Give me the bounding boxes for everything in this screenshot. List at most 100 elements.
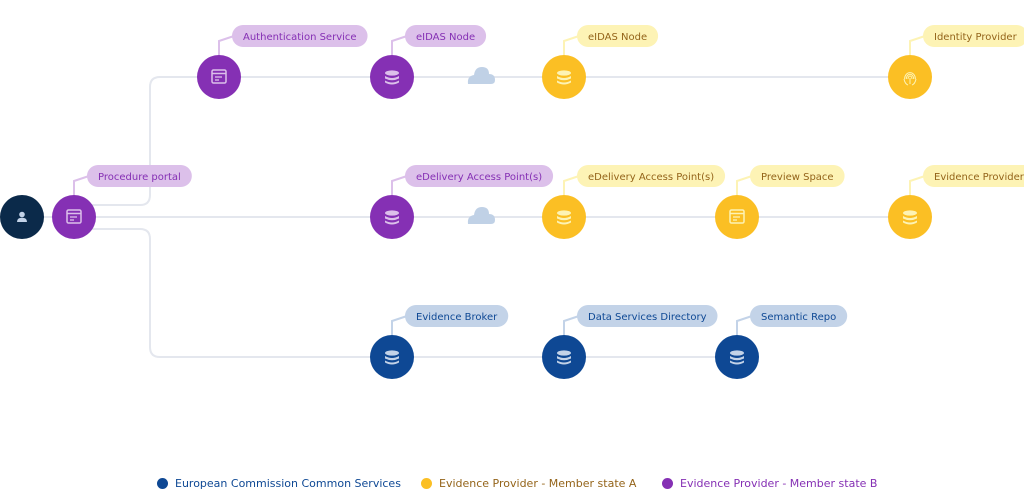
user-icon [17,211,27,222]
legend-dot-icon [662,478,673,489]
nodes [0,55,932,379]
node-label-text: Preview Space [761,172,834,183]
label-pill [87,165,192,187]
legend: European Commission Common Services Evid… [0,477,1024,491]
clouds [467,67,495,224]
node-user[interactable] [0,195,44,239]
node-circle [370,195,414,239]
node-circle [370,335,414,379]
cloud-icon [467,207,495,224]
label-pill [577,25,659,47]
node-label-text: eDelivery Access Point(s) [588,172,714,183]
node-label-text: Semantic Repo [761,312,836,323]
node-edelivery-b[interactable] [370,195,414,239]
database-icon [557,210,571,225]
node-label-text: Authentication Service [243,32,357,43]
node-label-preview-space: Preview Space [750,165,845,187]
node-label-text: Procedure portal [98,172,181,183]
label-leader-line [391,175,408,195]
node-procedure-portal[interactable] [52,195,96,239]
label-leader-line [391,35,408,55]
label-pill [923,25,1024,47]
node-label-text: Evidence Broker [416,312,498,323]
label-pill [750,165,845,187]
node-label-authentication-service: Authentication Service [232,25,368,47]
label-leader-line [563,175,580,195]
node-label-eidas-node-b: eIDAS Node [405,25,487,47]
label-pill [750,305,848,327]
label-pill [577,305,718,327]
label-pill [405,25,487,47]
node-label-text: eIDAS Node [588,32,647,43]
node-label-semantic-repo: Semantic Repo [750,305,848,327]
node-evidence-provider[interactable] [888,195,932,239]
database-icon [385,350,399,365]
label-leaders [73,35,926,335]
node-circle [370,55,414,99]
database-icon [903,210,917,225]
node-label-text: Data Services Directory [588,312,707,323]
database-icon [385,210,399,225]
legend-dot-icon [157,478,168,489]
label-pill [923,165,1024,187]
label-leader-line [73,175,90,195]
label-leader-line [563,315,580,335]
database-icon [385,70,399,85]
database-icon [557,70,571,85]
architecture-diagram: Procedure portal Authentication Service eI… [0,25,1024,379]
node-data-services-directory[interactable] [542,335,586,379]
node-label-text: Evidence Provider [934,172,1024,183]
node-labels: Procedure portal Authentication Service eI… [87,25,1024,327]
cloud-icon [467,67,495,84]
node-circle [715,335,759,379]
node-eidas-node-b[interactable] [370,55,414,99]
node-semantic-repo[interactable] [715,335,759,379]
node-label-evidence-broker: Evidence Broker [405,305,509,327]
node-circle [542,55,586,99]
node-label-evidence-provider: Evidence Provider [923,165,1024,187]
label-leader-line [391,315,408,335]
label-pill [405,305,509,327]
label-pill [405,165,554,187]
window-icon [66,209,82,224]
node-label-edelivery-b: eDelivery Access Point(s) [405,165,554,187]
legend-label: Evidence Provider - Member state B [680,477,878,490]
label-pill [232,25,368,47]
node-label-eidas-node-a: eIDAS Node [577,25,659,47]
label-leader-line [736,175,753,195]
legend-item-member-state-b: Evidence Provider - Member state B [662,477,877,490]
node-circle [542,195,586,239]
node-label-data-services-directory: Data Services Directory [577,305,718,327]
database-icon [730,350,744,365]
node-identity-provider[interactable] [888,55,932,99]
connection-line-procedure-portal-to-evidence-broker [74,228,392,358]
legend-label: European Commission Common Services [175,477,401,490]
window-icon [729,209,745,224]
legend-label: Evidence Provider - Member state A [439,477,637,490]
node-label-text: eDelivery Access Point(s) [416,172,542,183]
fingerprint-icon [903,72,917,86]
node-eidas-node-a[interactable] [542,55,586,99]
node-label-edelivery-a: eDelivery Access Point(s) [577,165,726,187]
connection-line-procedure-portal-to-authentication-service [74,76,219,206]
node-circle [888,195,932,239]
node-label-identity-provider: Identity Provider [923,25,1024,47]
node-circle [888,55,932,99]
node-label-text: Identity Provider [934,32,1018,43]
legend-item-member-state-a: Evidence Provider - Member state A [421,477,636,490]
legend-item-ec-common-services: European Commission Common Services [157,477,401,490]
label-leader-line [736,315,753,335]
label-leader-line [218,35,235,55]
label-pill [577,165,726,187]
node-label-text: eIDAS Node [416,32,475,43]
node-authentication-service[interactable] [197,55,241,99]
node-circle [542,335,586,379]
legend-dot-icon [421,478,432,489]
node-evidence-broker[interactable] [370,335,414,379]
node-preview-space[interactable] [715,195,759,239]
node-label-procedure-portal: Procedure portal [87,165,192,187]
node-edelivery-a[interactable] [542,195,586,239]
label-leader-line [563,35,580,55]
connections [22,76,910,358]
label-leader-line [909,175,926,195]
